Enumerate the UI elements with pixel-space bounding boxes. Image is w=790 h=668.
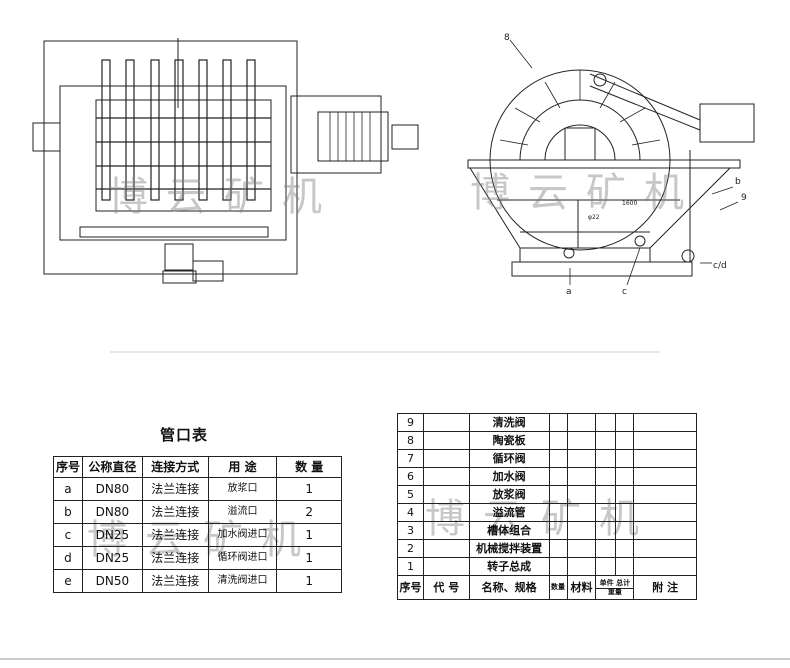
header-single: 单件 xyxy=(599,579,614,587)
table-row: 3 槽体组合 xyxy=(397,521,697,540)
table-row: 9 清洗阀 xyxy=(397,413,697,432)
table-row: 6 加水阀 xyxy=(397,467,697,486)
table-row: e DN50 法兰连接 清洗阀进口 1 xyxy=(53,569,342,593)
front-blades xyxy=(96,59,271,201)
label-9: 9 xyxy=(741,193,747,203)
front-motor-fins xyxy=(329,112,371,161)
header-note: 附 注 xyxy=(633,575,697,600)
table-row: b DN80 法兰连接 溢流口 2 xyxy=(53,500,342,524)
dim-text-phi: φ22 xyxy=(588,214,600,221)
header-total: 总计 xyxy=(616,579,631,587)
label-c: c xyxy=(622,287,627,297)
header-weight: 单件 总计 重量 xyxy=(595,575,635,600)
header-no: 序号 xyxy=(397,575,424,600)
col-header-qty: 数 量 xyxy=(276,456,342,478)
table-row: 7 循环阀 xyxy=(397,449,697,468)
table-row: 5 放浆阀 xyxy=(397,485,697,504)
header-material: 材料 xyxy=(566,575,597,600)
pipe-table: 序号 公称直径 连接方式 用 途 数 量 a DN80 法兰连接 放浆口 1 b… xyxy=(53,456,342,593)
table-row: c DN25 法兰连接 加水阀进口 1 xyxy=(53,523,342,547)
label-cd: c/d xyxy=(713,261,727,271)
header-name: 名称、规格 xyxy=(468,575,550,600)
table-row: 1 转子总成 xyxy=(397,557,697,576)
front-view xyxy=(32,38,419,284)
header-qty: 数量 xyxy=(548,575,568,600)
table-row: 2 机械搅拌装置 xyxy=(397,539,697,558)
header-code: 代 号 xyxy=(422,575,470,600)
col-header-dn: 公称直径 xyxy=(81,456,143,478)
header-weight-label: 重量 xyxy=(607,588,622,596)
col-header-use: 用 途 xyxy=(207,456,278,478)
side-sector-lines xyxy=(499,39,739,286)
side-view xyxy=(467,69,755,277)
parts-table: 9 清洗阀 8 陶瓷板 7 循环阀 6 加水阀 5 放浆阀 4 溢流管 3 槽体… xyxy=(397,413,697,600)
col-header-no: 序号 xyxy=(53,456,83,478)
parts-table-header: 序号 代 号 名称、规格 数量 材料 单件 总计 重量 附 注 xyxy=(397,575,697,600)
table-row: 8 陶瓷板 xyxy=(397,431,697,450)
dim-text-1600: 1600 xyxy=(622,200,637,207)
table-row: a DN80 法兰连接 放浆口 1 xyxy=(53,477,342,501)
table-row: 4 溢流管 xyxy=(397,503,697,522)
col-header-conn: 连接方式 xyxy=(141,456,209,478)
label-b: b xyxy=(735,177,741,187)
table-row: d DN25 法兰连接 循环阀进口 1 xyxy=(53,546,342,570)
label-8: 8 xyxy=(504,33,510,43)
pipe-table-header: 序号 公称直径 连接方式 用 途 数 量 xyxy=(53,456,342,478)
pipe-table-title: 管口表 xyxy=(160,426,209,444)
label-a: a xyxy=(566,287,572,297)
